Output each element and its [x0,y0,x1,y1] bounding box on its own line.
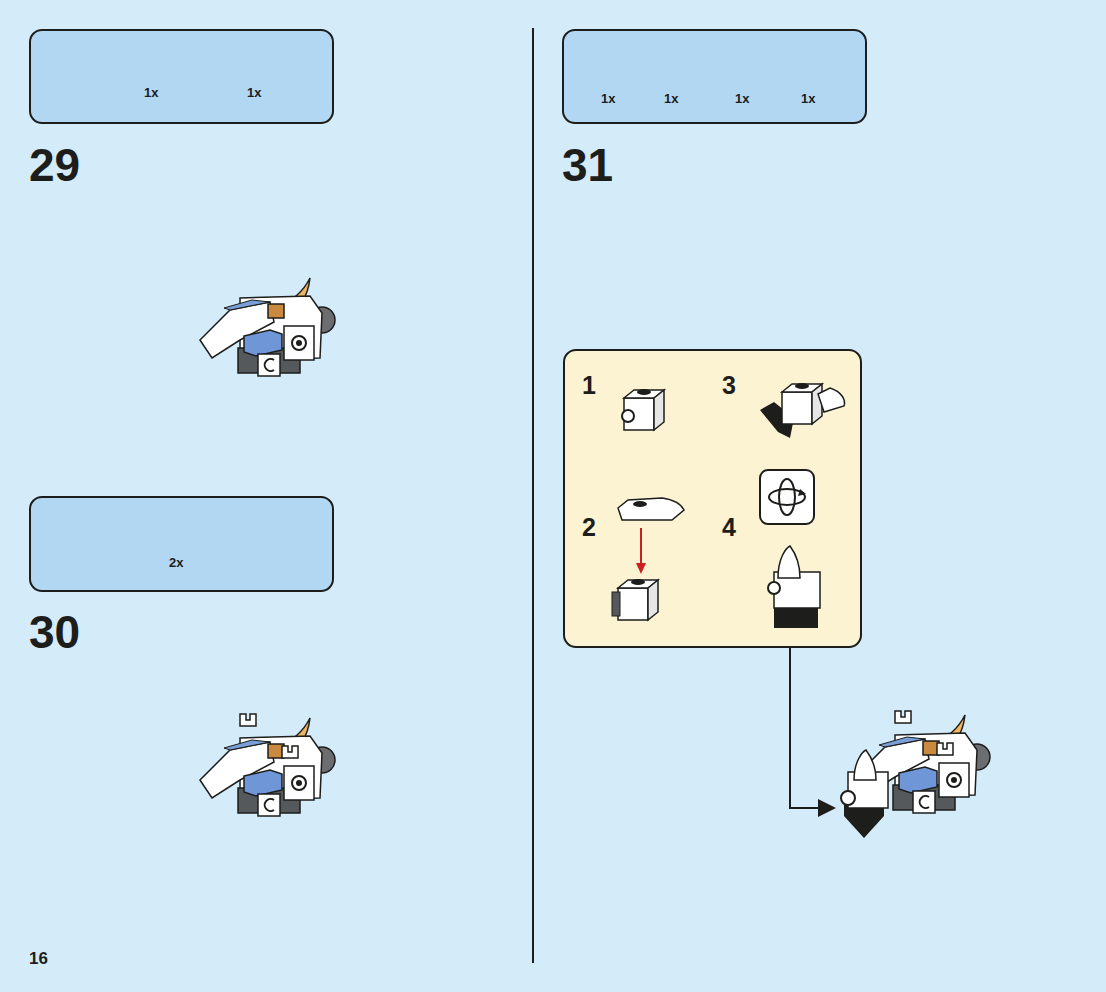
step-number: 30 [29,609,80,655]
parts-box: 1x 1x 1x 1x [562,29,867,124]
page-number: 16 [29,950,48,967]
part-count: 1x [601,92,615,105]
substep-number: 3 [722,373,736,398]
part-count: 1x [801,92,815,105]
part-count: 1x [664,92,678,105]
parts-box: 1x 1x [29,29,334,124]
part-count: 2x [169,556,183,569]
substep-number: 4 [722,515,736,540]
step-number: 31 [562,142,613,188]
step-number: 29 [29,142,80,188]
parts-box: 2x [29,496,334,592]
substep-callout: 1 2 3 4 [563,349,862,648]
part-count: 1x [247,86,261,99]
part-count: 1x [144,86,158,99]
substep-number: 1 [582,373,596,398]
substep-number: 2 [582,515,596,540]
part-count: 1x [735,92,749,105]
